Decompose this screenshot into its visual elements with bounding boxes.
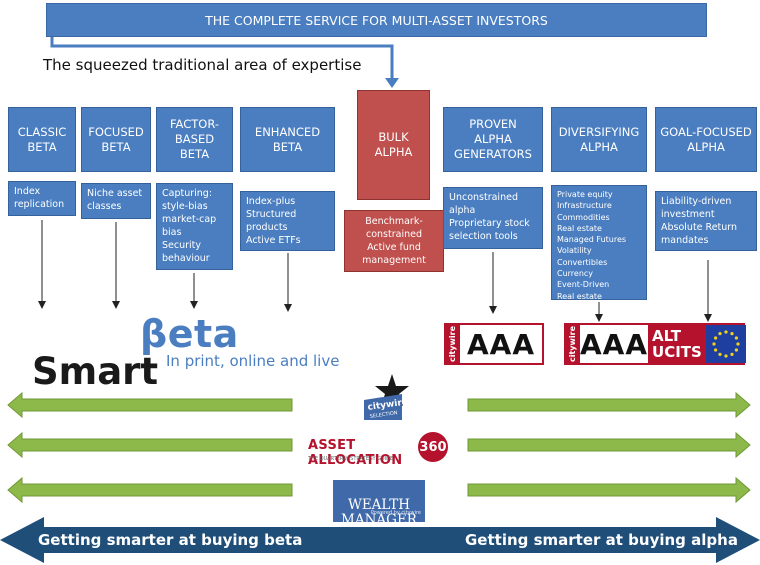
citywire-label: citywire [446,325,460,363]
asset-allocation-360-logo: ASSET ALLOCATION THE QUARTERLY STRATEGY … [308,430,448,468]
detail-goal-focused-alpha: Liability-driven investment Absolute Ret… [655,191,757,251]
eu-flag-icon [705,325,746,363]
alpha-direction-label: Getting smarter at buying alpha [465,531,738,549]
asset-allocation-title: ASSET ALLOCATION [308,438,403,468]
category-diversifying-alpha: DIVERSIFYING ALPHA [551,107,647,172]
category-bulk-alpha: BULK ALPHA [357,90,430,200]
service-banner: THE COMPLETE SERVICE FOR MULTI-ASSET INV… [46,3,707,37]
citywire-selection-logo: citywire SELECTION [362,372,410,422]
wealth-manager-logo: WEALTH MANAGER Powered by citywire [333,480,425,528]
bottom-double-arrow [0,517,760,563]
banner-title: THE COMPLETE SERVICE FOR MULTI-ASSET INV… [205,12,548,28]
category-classic-beta: CLASSIC BETA [8,107,76,172]
green-arrows [7,391,751,504]
green-arrow-left-2 [7,431,293,459]
citywire-aaa-alt-ucits-logo: citywire AAA ALT UCITS [564,323,746,365]
aaa-text: AAA [580,327,649,361]
down-arrows [38,220,712,322]
subtitle: The squeezed traditional area of experti… [43,56,362,74]
green-arrow-right-1 [467,391,751,419]
detail-bulk-alpha: Benchmark- constrained Active fund manag… [344,210,444,272]
category-goal-focused-alpha: GOAL-FOCUSED ALPHA [655,107,757,172]
wealth-manager-title: WEALTH MANAGER [341,497,417,528]
category-enhanced-beta: ENHANCED BETA [240,107,335,172]
detail-classic-beta: Index replication [8,181,76,216]
detail-enhanced-beta: Index-plus Structured products Active ET… [240,191,335,251]
detail-diversifying-alpha: Private equity Infrastructure Commoditie… [551,185,647,301]
aaa-text: AAA [466,327,535,361]
detail-proven-alpha: Unconstrained alpha Proprietary stock se… [443,187,543,249]
smart-logo-text: Smart [32,350,159,393]
citywire-label: citywire [566,325,580,363]
banner-connector-arrow [50,37,399,88]
alt-ucits-label: ALT UCITS [648,325,706,363]
wealth-manager-powered-by: Powered by citywire [370,510,421,516]
category-proven-alpha: PROVEN ALPHA GENERATORS [443,107,543,172]
selection-label: SELECTION [369,410,398,420]
detail-focused-beta: Niche asset classes [81,183,151,219]
beta-direction-label: Getting smarter at buying beta [38,531,303,549]
smart-beta-tagline: In print, online and live [166,352,340,370]
badge-360: 360 [418,432,448,462]
green-arrow-left-1 [7,391,293,419]
category-focused-beta: FOCUSED BETA [81,107,151,172]
green-arrow-right-2 [467,431,751,459]
beta-logo-text: βeta [140,312,239,356]
category-factor-based-beta: FACTOR- BASED BETA [156,107,233,172]
citywire-aaa-logo: citywire AAA [444,323,544,365]
asset-allocation-subtitle: THE QUARTERLY STRATEGY GUIDE [308,456,394,462]
detail-factor-based-beta: Capturing: style-bias market-cap bias Se… [156,183,233,270]
green-arrow-left-3 [7,476,293,504]
green-arrow-right-3 [467,476,751,504]
